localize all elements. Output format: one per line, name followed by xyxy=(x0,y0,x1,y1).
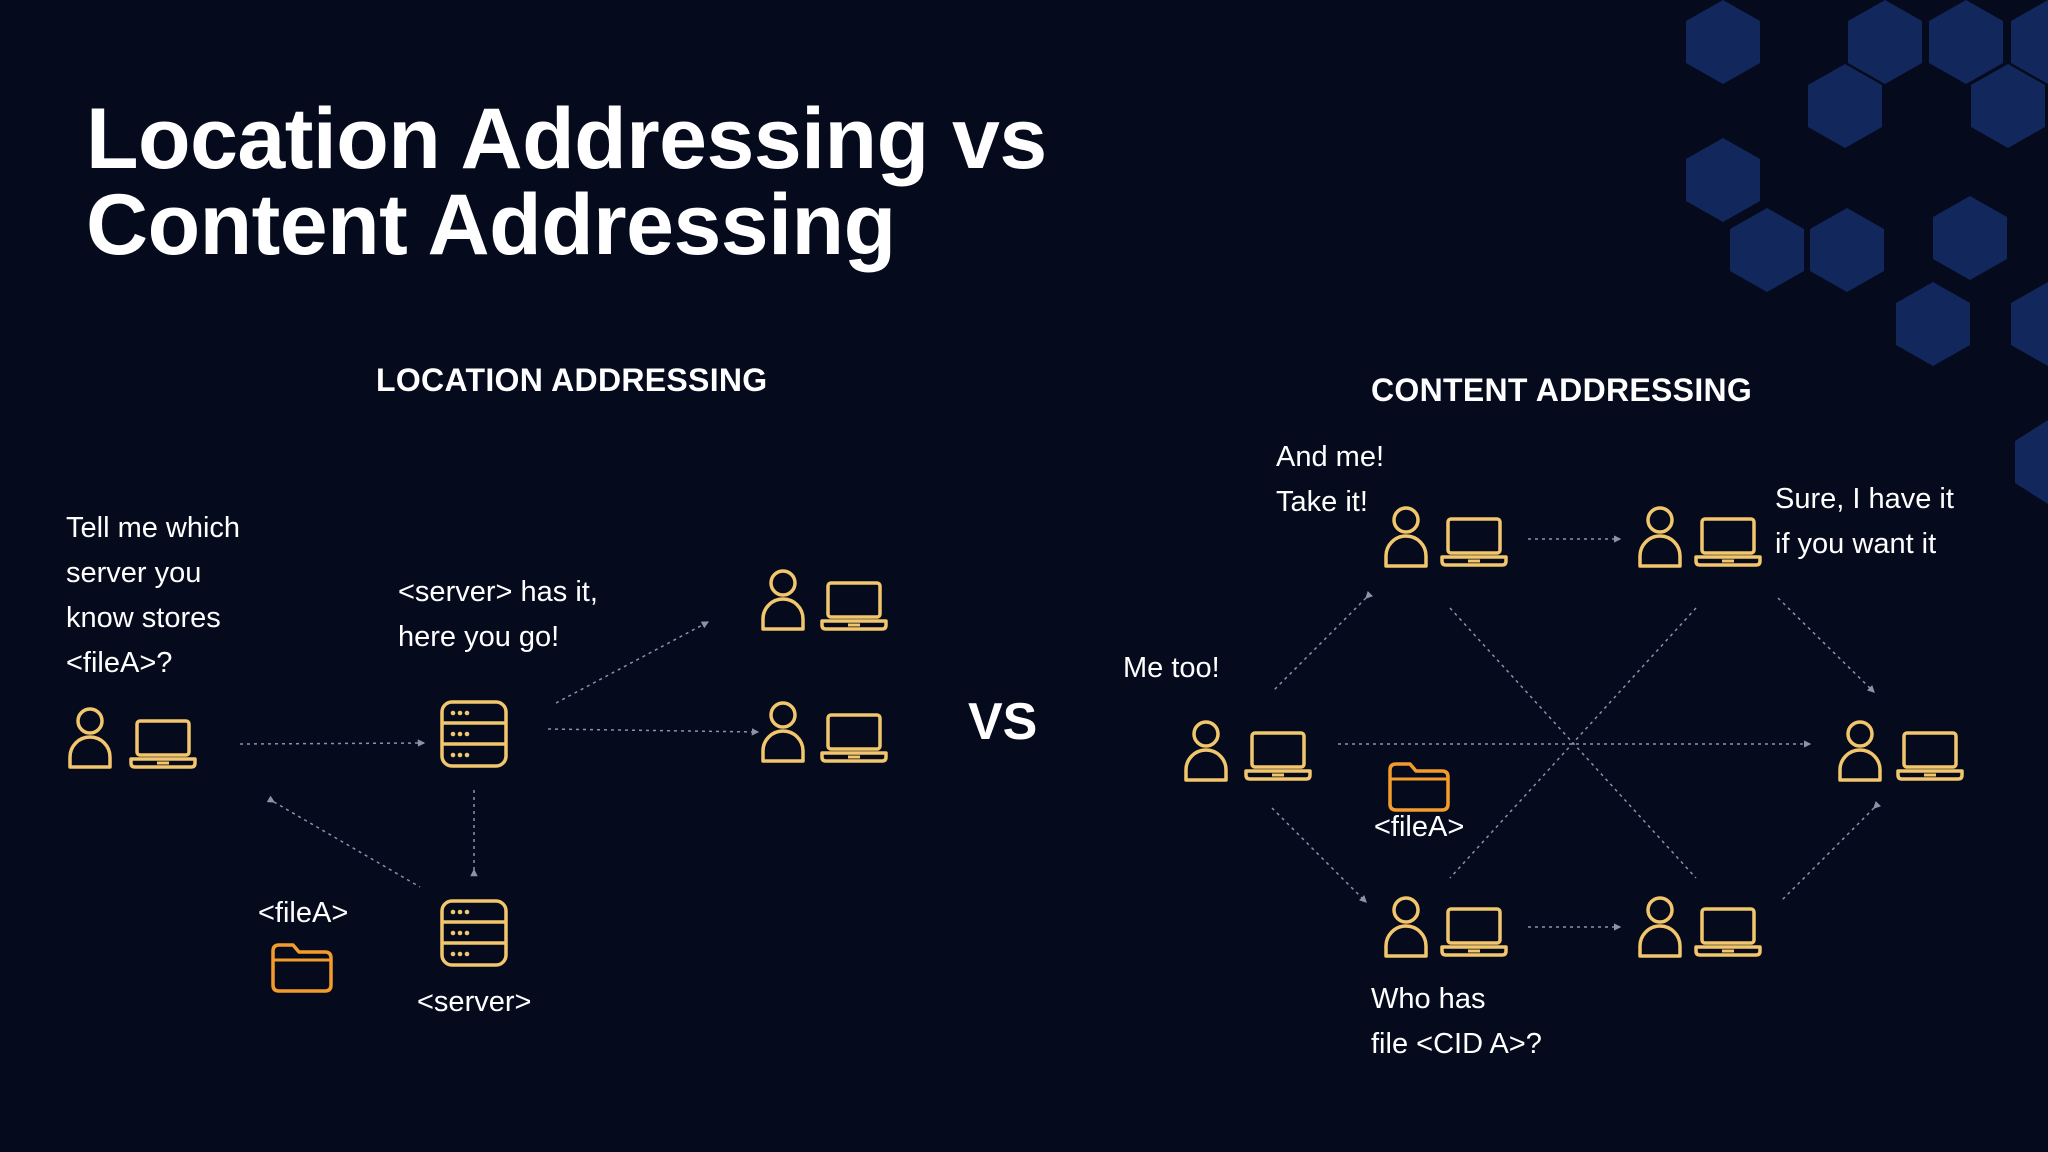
laptop-icon xyxy=(1440,517,1508,567)
page-title-line-1: Location Addressing vs xyxy=(86,91,1047,187)
server-reply: <server> has it, here you go! xyxy=(398,570,598,660)
sure-have-it-line: Sure, I have it xyxy=(1775,483,1954,515)
user-icon xyxy=(1384,506,1428,568)
peer-node-bottom-left xyxy=(1384,896,1508,958)
user-icon xyxy=(1838,720,1882,782)
peer-node-top xyxy=(761,569,888,631)
peer-node-bottom-right xyxy=(1638,896,1762,958)
page-title-line-2: Content Addressing xyxy=(86,177,896,273)
server-icon xyxy=(440,700,508,768)
content-addressing-heading: CONTENT ADDRESSING xyxy=(1371,372,1753,408)
sure-have-it-line: if you want it xyxy=(1775,528,1937,560)
server-reply-line: here you go! xyxy=(398,621,560,653)
user-icon xyxy=(68,707,112,769)
server-icon xyxy=(440,899,508,967)
peer-node-left xyxy=(1184,720,1312,782)
laptop-icon xyxy=(1694,907,1762,957)
laptop-icon xyxy=(1440,907,1508,957)
client-question: Tell me which server you know stores <fi… xyxy=(66,506,240,686)
vs-label: VS xyxy=(968,693,1038,751)
and-me-text: And me! Take it! xyxy=(1276,435,1384,525)
page-title: Location Addressing vs Content Addressin… xyxy=(86,96,1047,268)
laptop-icon xyxy=(129,719,197,769)
me-too-text: Me too! xyxy=(1123,652,1220,684)
laptop-icon xyxy=(1244,731,1312,781)
who-has-text: Who has file <CID A>? xyxy=(1371,977,1542,1067)
and-me-line: And me! xyxy=(1276,441,1384,473)
location-addressing-heading: LOCATION ADDRESSING xyxy=(376,362,768,398)
client-question-line: know stores xyxy=(66,602,221,634)
peer-node-right xyxy=(1838,720,1964,782)
folder-icon xyxy=(1388,762,1450,812)
sure-have-it-text: Sure, I have it if you want it xyxy=(1775,477,1954,567)
who-has-line: file <CID A>? xyxy=(1371,1028,1542,1060)
user-icon xyxy=(761,701,805,763)
user-icon xyxy=(1638,506,1682,568)
content-file-label: <fileA> xyxy=(1374,811,1465,843)
client-question-line: Tell me which xyxy=(66,512,241,544)
laptop-icon xyxy=(820,713,888,763)
user-icon xyxy=(1384,896,1428,958)
content-connectors xyxy=(1271,535,1882,931)
peer-node-top-left xyxy=(1384,506,1508,568)
server-label: <server> xyxy=(417,986,532,1018)
peer-node-top-right xyxy=(1638,506,1762,568)
peer-node-middle xyxy=(761,701,888,763)
laptop-icon xyxy=(1694,517,1762,567)
folder-icon xyxy=(271,943,333,993)
client-question-line: server you xyxy=(66,557,202,589)
laptop-icon xyxy=(1896,731,1964,781)
user-icon xyxy=(1184,720,1228,782)
who-has-line: Who has xyxy=(1371,983,1486,1015)
client-question-line: <fileA>? xyxy=(66,647,173,679)
location-connectors xyxy=(239,621,760,888)
client-node xyxy=(68,707,197,769)
user-icon xyxy=(761,569,805,631)
laptop-icon xyxy=(820,581,888,631)
and-me-line: Take it! xyxy=(1276,486,1368,518)
location-file-label: <fileA> xyxy=(258,897,349,929)
server-reply-line: <server> has it, xyxy=(398,576,598,608)
user-icon xyxy=(1638,896,1682,958)
